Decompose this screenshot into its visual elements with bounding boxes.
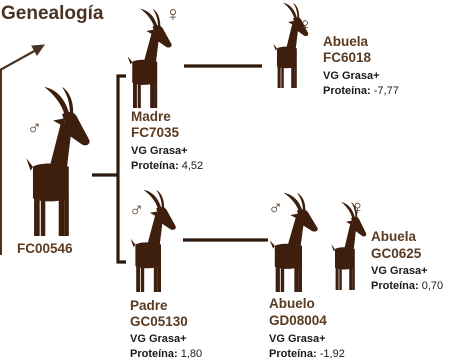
mother-protein-value: 4,52 bbox=[182, 160, 203, 172]
maternal-grandmother-protein-value: -7,77 bbox=[374, 85, 399, 97]
father-protein: Proteína: 1,80 bbox=[130, 347, 202, 361]
maternal-grandmother-protein: Proteína: -7,77 bbox=[323, 84, 399, 98]
page-title: Genealogía bbox=[1, 3, 103, 25]
paternal-grandfather-protein-value: -1,92 bbox=[320, 348, 345, 360]
paternal-grandmother-protein-value: 0,70 bbox=[422, 280, 443, 292]
mother-protein: Proteína: 4,52 bbox=[131, 159, 203, 173]
paternal-grandmother-id: GC0625 bbox=[371, 246, 421, 262]
paternal-grandmother-female-symbol: ♀ bbox=[350, 198, 365, 218]
paternal-grandfather-relation: Abuelo bbox=[269, 296, 315, 312]
paternal-grandfather-protein: Proteína: -1,92 bbox=[269, 347, 345, 361]
father-vg: VG Grasa+ bbox=[130, 332, 187, 346]
paternal-grandfather-id: GD08004 bbox=[269, 313, 327, 329]
subject-goat-icon bbox=[26, 87, 89, 236]
maternal-grandmother-female-symbol: ♀ bbox=[298, 16, 312, 36]
paternal-grandmother-protein: Proteína: 0,70 bbox=[371, 279, 443, 293]
paternal-grandfather-male-symbol: ♂ bbox=[268, 198, 283, 218]
title-arrow bbox=[0, 45, 44, 70]
father-relation: Padre bbox=[130, 298, 168, 314]
connector-bracket bbox=[118, 76, 126, 262]
mother-relation: Madre bbox=[131, 109, 171, 125]
maternal-grandmother-id: FC6018 bbox=[323, 50, 371, 66]
mother-protein-label: Proteína: bbox=[131, 160, 179, 172]
father-id: GC05130 bbox=[130, 314, 188, 330]
paternal-grandmother-vg: VG Grasa+ bbox=[371, 264, 428, 278]
mother-vg: VG Grasa+ bbox=[131, 144, 188, 158]
father-male-symbol: ♂ bbox=[129, 200, 144, 220]
subject-male-symbol: ♂ bbox=[27, 118, 42, 138]
father-protein-value: 1,80 bbox=[181, 348, 202, 360]
paternal-grandmother-protein-label: Proteína: bbox=[371, 280, 419, 292]
subject-id: FC00546 bbox=[17, 241, 73, 257]
maternal-grandmother-relation: Abuela bbox=[323, 34, 368, 50]
mother-id: FC7035 bbox=[131, 125, 179, 141]
paternal-grandfather-vg: VG Grasa+ bbox=[269, 332, 326, 346]
maternal-grandmother-vg: VG Grasa+ bbox=[323, 69, 380, 83]
paternal-grandmother-relation: Abuela bbox=[371, 229, 416, 245]
paternal-grandfather-protein-label: Proteína: bbox=[269, 348, 317, 360]
mother-female-symbol: ♀ bbox=[165, 5, 181, 25]
maternal-grandmother-protein-label: Proteína: bbox=[323, 85, 371, 97]
father-protein-label: Proteína: bbox=[130, 348, 178, 360]
